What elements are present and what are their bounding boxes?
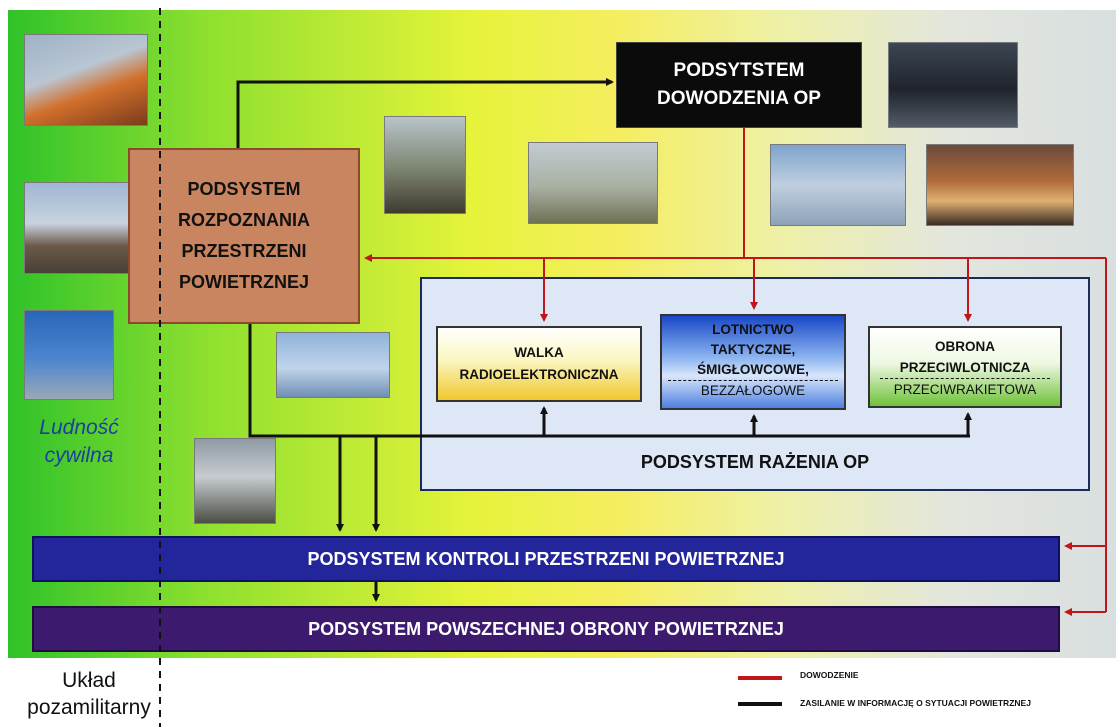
lotnictwo-divider [668, 380, 838, 381]
ludnosc-cywilna-label: Ludność cywilna [24, 414, 134, 470]
rozpoznania-line-1: PODSYSTEM [187, 179, 301, 199]
helicopter-photo [528, 142, 658, 224]
rozpoznania-subsystem-box: PODSYSTEM ROZPOZNANIA PRZESTRZENI POWIET… [128, 148, 360, 324]
uklad-line-1: Układ [62, 669, 116, 692]
lotnictwo-box: LOTNICTWO TAKTYCZNE, ŚMIGŁOWCOWE, BEZZAŁ… [660, 314, 846, 410]
legend-command-label: DOWODZENIE [800, 670, 859, 680]
rozpoznania-line-3: PRZESTRZENI [181, 241, 307, 261]
razenia-subsystem-label: PODSYSTEM RAŻENIA OP [640, 452, 870, 472]
lotnictwo-line-1: LOTNICTWO [712, 322, 794, 337]
legend-info-label: ZASILANIE W INFORMACJĘ O SYTUACJI POWIET… [800, 698, 1031, 708]
dowodzenia-line-2: DOWODZENIA OP [657, 88, 821, 109]
obrona-line-1: OBRONA [935, 339, 995, 354]
ludnosc-line-2: cywilna [44, 444, 114, 467]
obrona-przeciwlotnicza-box: OBRONA PRZECIWLOTNICZA PRZECIWRAKIETOWA [868, 326, 1062, 408]
uklad-line-2: pozamilitarny [27, 696, 151, 719]
fighter-jet-photo [770, 144, 906, 226]
rozpoznania-line-4: POWIETRZNEJ [178, 272, 309, 292]
info-line-to-dowodzenia [236, 78, 614, 148]
control-room-photo [888, 42, 1018, 128]
loudspeaker-photo [24, 310, 114, 400]
awacs-aircraft-photo [276, 332, 390, 398]
dowodzenia-line-1: PODSYTSTEM [673, 60, 805, 81]
info-bus [248, 324, 970, 438]
lotnictwo-line-4: BEZZAŁOGOWE [700, 383, 806, 398]
obrona-divider [880, 378, 1050, 379]
lotnictwo-line-2: TAKTYCZNE, [710, 342, 796, 357]
kontroli-subsystem-bar: PODSYSTEM KONTROLI PRZESTRZENI POWIETRZN… [32, 536, 1060, 582]
dowodzenia-subsystem-box: PODSYTSTEM DOWODZENIA OP [616, 42, 862, 128]
obrona-line-3: PRZECIWRAKIETOWA [893, 382, 1037, 397]
powszechnej-obrony-bar: PODSYSTEM POWSZECHNEJ OBRONY POWIETRZNEJ [32, 606, 1060, 652]
walka-line-2: RADIOELEKTRONICZNA [459, 367, 619, 382]
walka-line-1: WALKA [514, 345, 564, 360]
legend-info-line [738, 702, 782, 706]
legend-command-line [738, 676, 782, 680]
uklad-pozamilitarny-label: Układ pozamilitarny [14, 667, 164, 721]
siren-tower-photo [24, 182, 148, 274]
radar-dome-photo [194, 438, 276, 524]
obrona-line-2: PRZECIWLOTNICZA [899, 360, 1031, 375]
rozpoznania-line-2: ROZPOZNANIA [178, 210, 310, 230]
missile-launch-photo [926, 144, 1074, 226]
walka-radioelektroniczna-box: WALKA RADIOELEKTRONICZNA [436, 326, 642, 402]
explosion-photo [24, 34, 148, 126]
radar-photo [384, 116, 466, 214]
ludnosc-line-1: Ludność [39, 416, 119, 439]
lotnictwo-line-3: ŚMIGŁOWCOWE, [697, 362, 809, 377]
